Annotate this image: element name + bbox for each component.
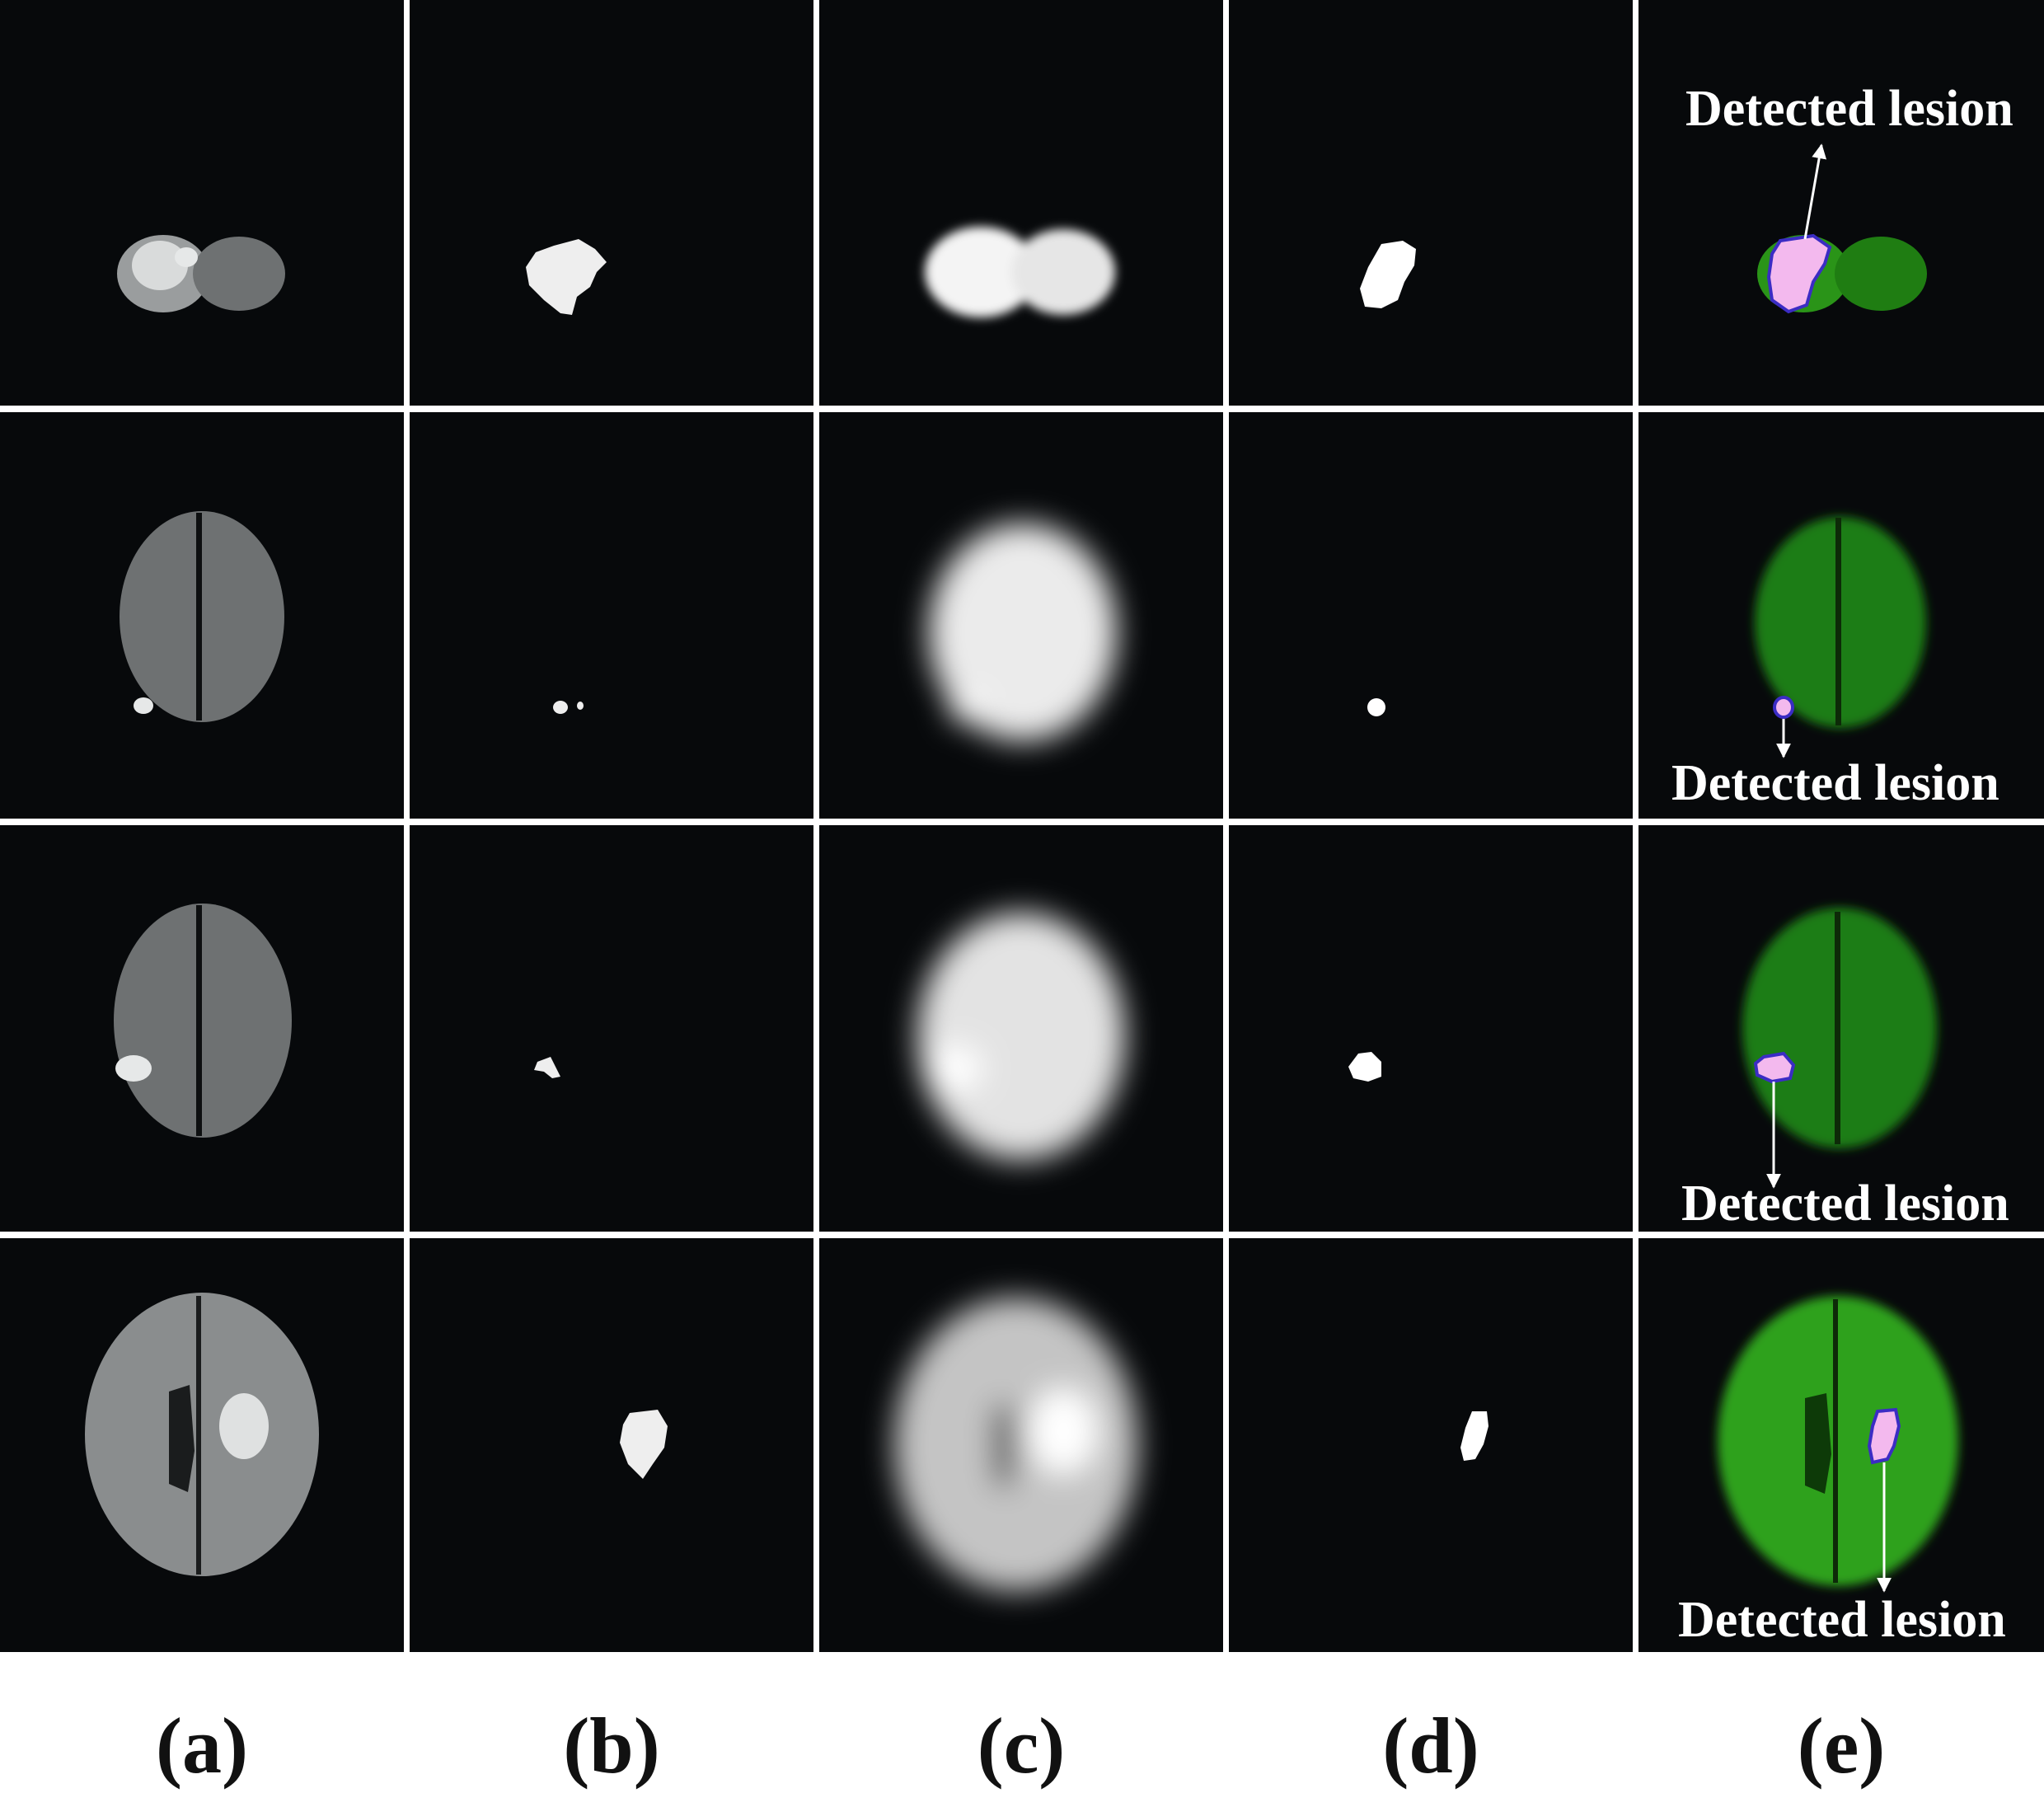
- tile-row1-b: [410, 0, 813, 406]
- row4-b-ground-truth-mask: [620, 1410, 668, 1479]
- row4-c-probability-map: [894, 1298, 1138, 1591]
- row1-e-annotation-arrow: [1803, 143, 1827, 240]
- row2-e-lesion-label: Detected lesion: [1671, 755, 1999, 811]
- row2-c-probability-map: [929, 523, 1117, 741]
- row1-d-predicted-mask: [1360, 241, 1416, 308]
- row1-b-ground-truth-mask: [526, 239, 607, 315]
- row4-e-overlay: Detected lesion: [1678, 1296, 2006, 1648]
- caption-e: (e): [1798, 1701, 1886, 1790]
- row2-b-ground-truth-mask: [553, 701, 584, 714]
- tile-row1-a: [0, 0, 404, 406]
- row4-e-lesion-overlay: [1867, 1407, 1901, 1465]
- row2-a-dwi-slice: [120, 511, 284, 722]
- caption-d: (d): [1382, 1701, 1479, 1790]
- row3-a-dwi-slice: [114, 904, 292, 1138]
- tile-row3-d: [1229, 825, 1633, 1232]
- row2-e-overlay: Detected lesion: [1671, 517, 1999, 811]
- row1-e-overlay: Detected lesion: [1685, 81, 2014, 314]
- caption-c: (c): [977, 1701, 1066, 1790]
- tile-row2-d: [1229, 412, 1633, 819]
- tile-row4-d: [1229, 1238, 1633, 1652]
- row3-e-overlay: Detected lesion: [1681, 908, 2009, 1232]
- row1-a-dwi-slice: [117, 235, 285, 312]
- row3-b-ground-truth-mask: [534, 1057, 560, 1078]
- row4-e-lesion-label: Detected lesion: [1678, 1592, 2006, 1648]
- caption-b: (b): [563, 1701, 659, 1790]
- caption-a: (a): [156, 1701, 248, 1790]
- row3-d-predicted-mask: [1348, 1052, 1381, 1082]
- row1-e-lesion-label: Detected lesion: [1685, 81, 2014, 137]
- row1-c-probability-map: [925, 227, 1115, 317]
- tile-row1-e: [1638, 0, 2044, 406]
- row3-e-lesion-label: Detected lesion: [1681, 1176, 2009, 1232]
- tile-row4-b: [410, 1238, 813, 1652]
- row2-d-predicted-mask: [1367, 698, 1385, 716]
- tile-row1-d: [1229, 0, 1633, 406]
- row4-d-predicted-mask: [1460, 1411, 1488, 1461]
- row3-c-probability-map: [917, 913, 1125, 1160]
- row2-e-lesion-overlay: [1773, 696, 1794, 719]
- row4-a-dwi-slice: [85, 1293, 319, 1576]
- row3-e-lesion-overlay: [1753, 1051, 1796, 1084]
- tile-row2-b: [410, 412, 813, 819]
- tile-row1-c: [819, 0, 1223, 406]
- tile-row3-b: [410, 825, 813, 1232]
- row1-e-lesion-overlay: [1766, 233, 1832, 314]
